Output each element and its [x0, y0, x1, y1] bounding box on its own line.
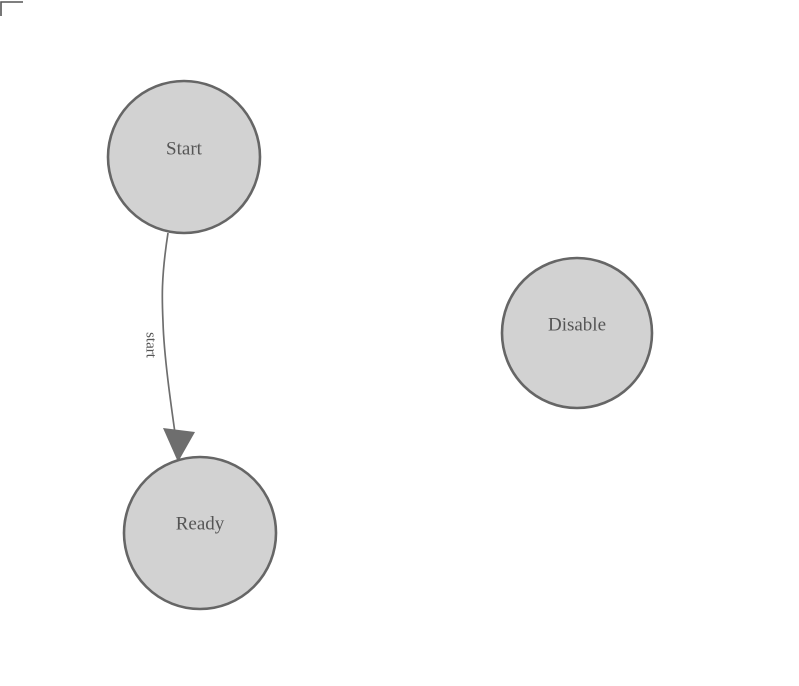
node-start[interactable]: Start — [106, 79, 262, 235]
node-start-label: Start — [166, 138, 203, 159]
node-start-shape[interactable] — [106, 79, 262, 235]
edge-label-start: start — [143, 332, 159, 359]
node-disable-label: Disable — [548, 314, 606, 335]
node-ready-shape[interactable] — [122, 455, 278, 611]
arrowhead-icon — [163, 428, 195, 462]
edge-line — [161, 232, 178, 448]
node-ready-label: Ready — [176, 513, 225, 534]
edge-start-to-ready[interactable]: start — [143, 232, 195, 462]
node-disable[interactable]: Disable — [500, 256, 654, 410]
node-disable-shape[interactable] — [500, 256, 654, 410]
crop-corner-mark-icon — [0, 1, 23, 16]
node-ready[interactable]: Ready — [122, 455, 278, 611]
